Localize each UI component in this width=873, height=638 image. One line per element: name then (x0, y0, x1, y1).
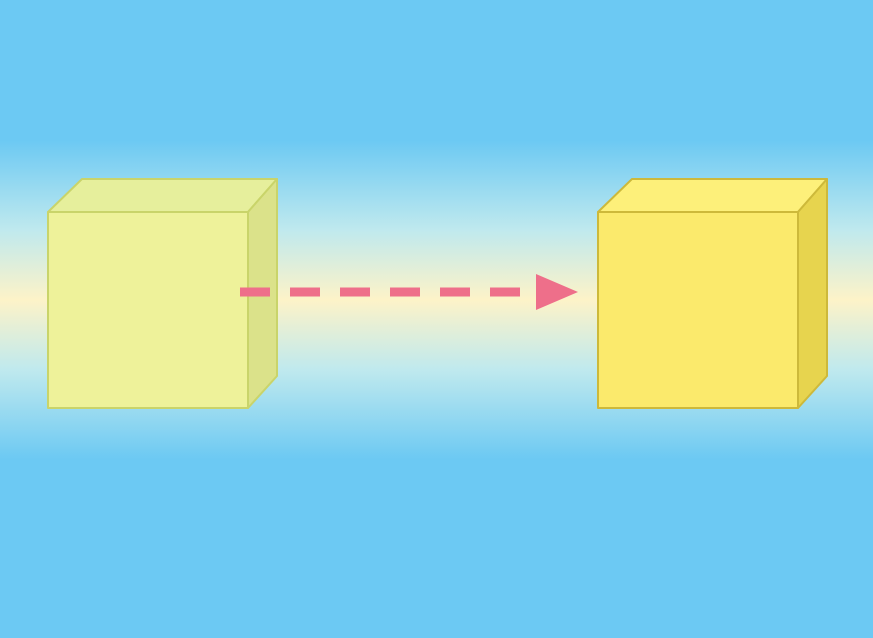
target-cube-top-face (597, 178, 828, 213)
target-cube-side-face (797, 178, 828, 409)
translation-arrow (240, 274, 578, 310)
target-cube-front-face (597, 211, 799, 409)
translation-arrow-head (536, 274, 578, 310)
source-cube-top-face (47, 178, 278, 213)
source-cube-front-face (47, 211, 249, 409)
target-cube (597, 178, 828, 409)
source-cube (47, 178, 278, 409)
